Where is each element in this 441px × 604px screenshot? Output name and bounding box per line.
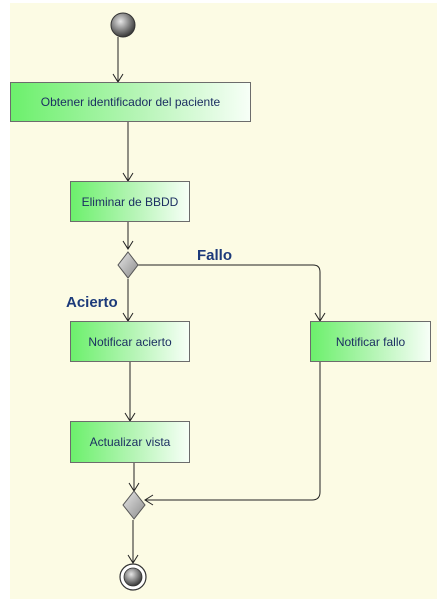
guard-label-acierto: Acierto [66, 294, 118, 311]
arrowhead-icon [127, 554, 139, 564]
activity-label: Eliminar de BBDD [81, 194, 179, 209]
activity-actualizar-vista: Actualizar vista [70, 421, 190, 463]
guard-label-fallo: Fallo [197, 247, 233, 264]
activity-label: Obtener identificador del paciente [40, 95, 221, 109]
activity-notificar-fallo: Notificar fallo [310, 321, 431, 362]
activity-eliminar-bbdd: Eliminar de BBDD [70, 181, 190, 222]
arrowhead-icon [144, 494, 154, 506]
activity-label: Notificar acierto [88, 334, 172, 349]
initial-node [110, 12, 136, 38]
activity-notificar-acierto: Notificar acierto [70, 321, 190, 362]
activity-label: Notificar fallo [335, 334, 406, 349]
edge-decision-to-fallo [138, 264, 321, 321]
decision-node [117, 251, 139, 279]
edge-fallo-to-merge [145, 362, 321, 501]
arrowhead-icon [122, 240, 134, 250]
activity-label: Actualizar vista [89, 435, 171, 449]
final-node [119, 563, 147, 591]
merge-node [122, 490, 146, 520]
activity-obtener-identificador: Obtener identificador del paciente [10, 82, 251, 122]
